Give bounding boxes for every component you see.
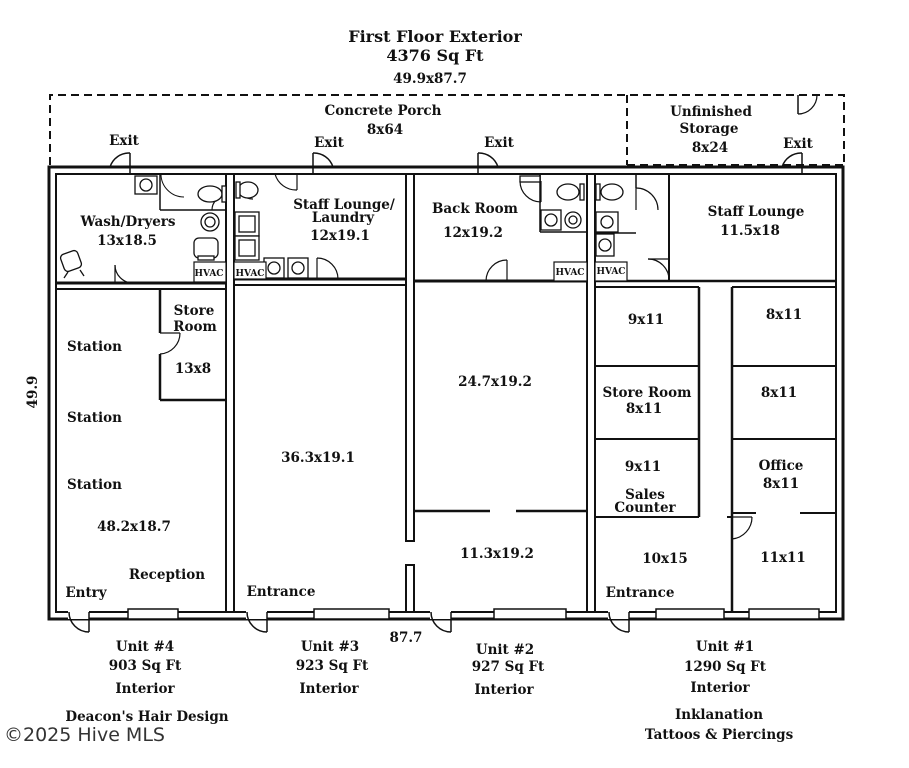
storage-size: 8x24 [692, 140, 728, 156]
unit4-tenant: Deacon's Hair Design [65, 709, 228, 725]
staff-lounge-label-1: Staff Lounge/ [293, 197, 395, 213]
room-size: 11x11 [760, 550, 806, 566]
unit1-tenant-1: Inklanation [675, 707, 763, 723]
plan-title: First Floor Exterior [348, 27, 522, 46]
watermark: ©2025 Hive MLS [4, 724, 165, 746]
entrance-label: Entrance [606, 585, 675, 601]
wash-dryers-label: Wash/Dryers [79, 214, 175, 230]
plan-area: 4376 Sq Ft [386, 46, 484, 65]
storage-label-1: Unfinished [670, 104, 752, 120]
unit4-main-size: 48.2x18.7 [97, 519, 171, 535]
unit1-name: Unit #1 [696, 639, 754, 655]
exit-label: Exit [484, 135, 514, 151]
reception-label: Reception [129, 567, 205, 583]
unit3-name: Unit #3 [301, 639, 359, 655]
staff-lounge-label: Staff Lounge [708, 204, 805, 220]
unit2-main-size: 24.7x19.2 [458, 374, 532, 390]
width-dimension: 87.7 [390, 630, 423, 646]
hvac-label: HVAC [195, 269, 224, 279]
storefront-windows [127, 608, 820, 620]
station-label: Station [67, 410, 122, 426]
interior-walls [56, 174, 836, 612]
sales-counter-label-2: Counter [614, 500, 676, 516]
unit4-kind: Interior [115, 681, 175, 697]
store-room-size: 13x8 [175, 361, 211, 377]
unit4-sqft: 903 Sq Ft [109, 658, 182, 674]
hvac-label: HVAC [556, 268, 585, 278]
entrance-label: Entrance [247, 584, 316, 600]
plumbing-fixtures [134, 175, 624, 279]
store-room-size: 8x11 [626, 401, 662, 417]
store-room-label-2: Room [173, 319, 217, 335]
wash-dryers-size: 13x18.5 [97, 233, 157, 249]
room-size: 8x11 [766, 307, 802, 323]
room-size: 9x11 [628, 312, 664, 328]
room-size: 8x11 [761, 385, 797, 401]
unit2-kind: Interior [474, 682, 534, 698]
exit-label: Exit [314, 135, 344, 151]
staff-lounge-size: 12x19.1 [310, 228, 370, 244]
back-room-size: 12x19.2 [443, 225, 503, 241]
porch-label: Concrete Porch [325, 103, 442, 119]
height-dimension: 49.9 [25, 376, 41, 409]
hvac-units [193, 261, 628, 283]
concrete-porch [49, 94, 845, 166]
interior-doors [114, 173, 753, 540]
station-label: Station [67, 339, 122, 355]
demising-walls [225, 173, 596, 613]
exit-label: Exit [783, 136, 813, 152]
room-size: 10x15 [642, 551, 688, 567]
store-room-label-1: Store [174, 303, 215, 319]
store-room-label: Store Room [603, 385, 692, 401]
porch-size: 8x64 [367, 122, 403, 138]
plan-dimensions: 49.9x87.7 [393, 71, 467, 87]
unit3-main-size: 36.3x19.1 [281, 450, 355, 466]
unit3-kind: Interior [299, 681, 359, 697]
sales-counter-label-1: Sales [625, 487, 665, 503]
staff-lounge-label-2: Laundry [312, 210, 375, 226]
chair [59, 249, 85, 279]
unit4-name: Unit #4 [116, 639, 174, 655]
hvac-label: HVAC [236, 269, 265, 279]
unit2-sqft: 927 Sq Ft [472, 659, 545, 675]
room-size: 9x11 [625, 459, 661, 475]
entry-label: Entry [65, 585, 107, 601]
storage-door [797, 94, 818, 115]
unit3-sqft: 923 Sq Ft [296, 658, 369, 674]
unit1-tenant-2: Tattoos & Piercings [645, 727, 794, 743]
unit2-front-size: 11.3x19.2 [460, 546, 534, 562]
exit-label: Exit [109, 133, 139, 149]
back-room-label: Back Room [432, 201, 518, 217]
station-label: Station [67, 477, 122, 493]
rear-exit-doors [109, 152, 803, 174]
unit1-sqft: 1290 Sq Ft [684, 659, 767, 675]
unit2-name: Unit #2 [476, 642, 534, 658]
office-label: Office [759, 458, 804, 474]
storage-label-2: Storage [680, 121, 739, 137]
entry-doors [68, 611, 630, 633]
staff-lounge-size: 11.5x18 [720, 223, 780, 239]
office-size: 8x11 [763, 476, 799, 492]
unit1-kind: Interior [690, 680, 750, 696]
hvac-label: HVAC [597, 267, 626, 277]
